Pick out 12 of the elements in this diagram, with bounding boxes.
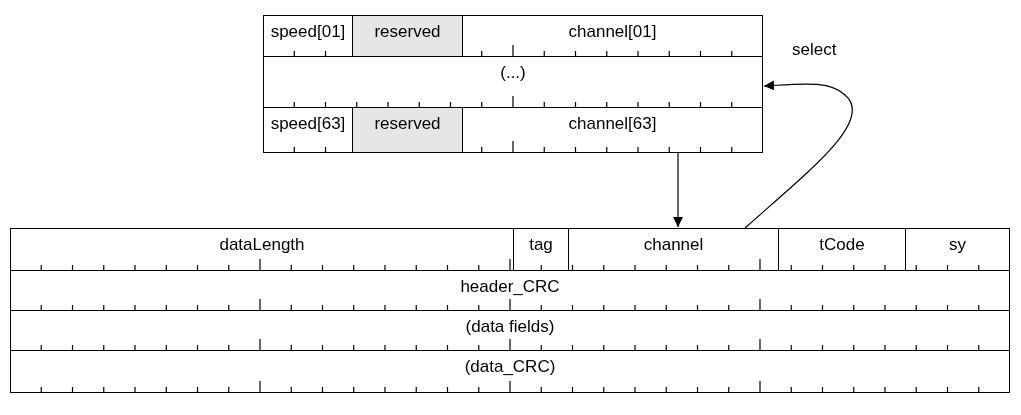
register-field: (data_CRC) [10,350,1010,393]
arrow [744,80,854,229]
edge-label: select [792,40,837,60]
register-field: reserved [352,107,463,153]
register-field: reserved [352,15,463,57]
arrow [673,152,683,228]
register-field: channel[63] [462,107,763,153]
register-field: (data fields) [10,310,1010,351]
register-field: channel[01] [462,15,763,57]
register-field: sy [905,228,1010,271]
register-field: header_CRC [10,270,1010,311]
register-field: dataLength [10,228,514,271]
